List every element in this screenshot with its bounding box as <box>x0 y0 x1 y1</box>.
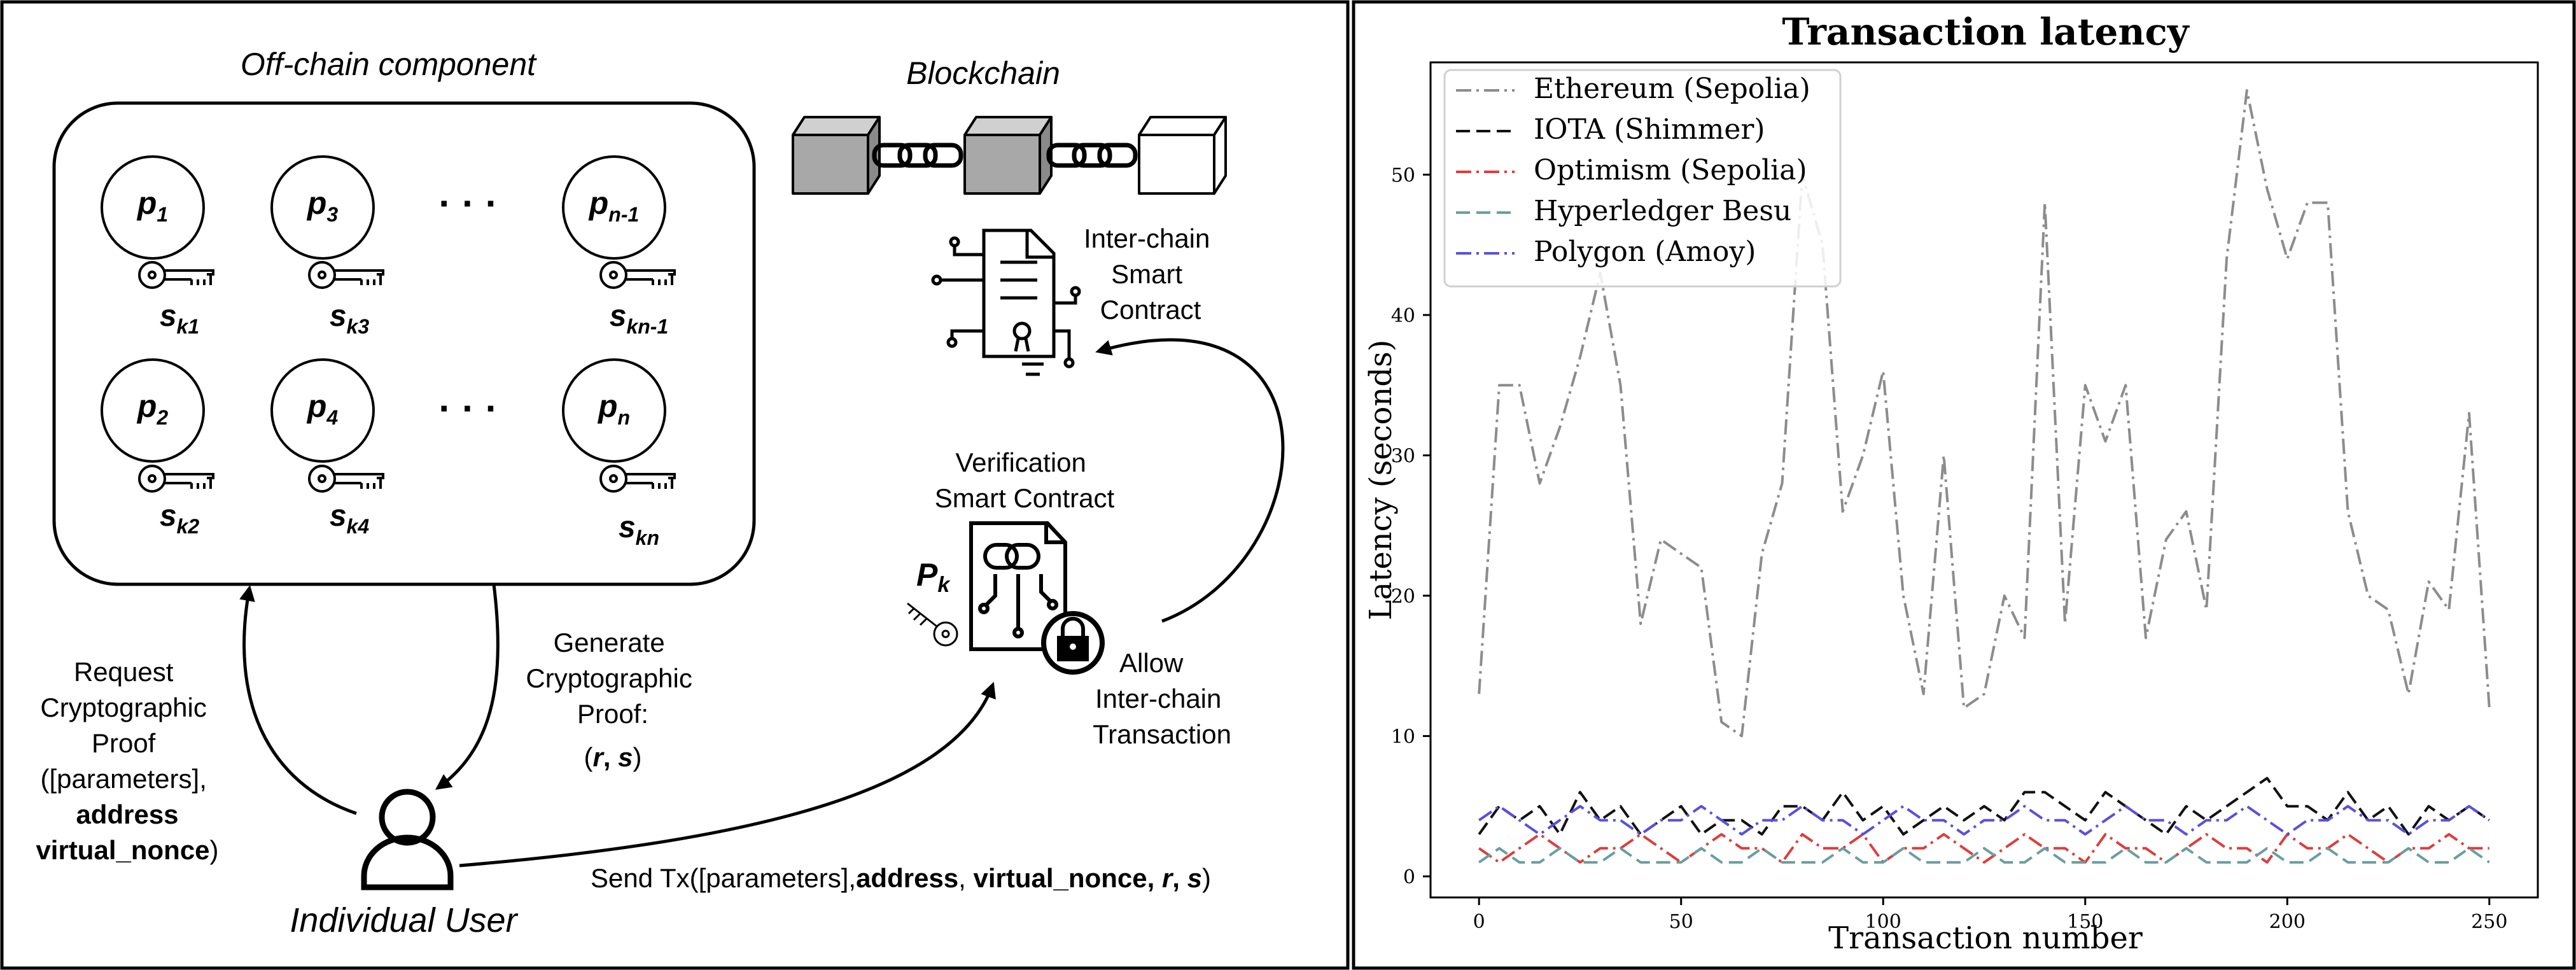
series-line <box>1478 833 2489 864</box>
node-ellipsis-top: · · · <box>438 182 498 225</box>
y-tick-label: 10 <box>1391 726 1415 748</box>
key-icon <box>308 465 384 493</box>
allow-transaction-label: Allow Inter-chain Transaction <box>1093 648 1231 749</box>
x-tick-label: 100 <box>1865 911 1901 933</box>
x-tick-label: 150 <box>2067 911 2103 933</box>
allow-transaction-arrow <box>1095 338 1285 623</box>
chart-panel: Transaction latency 0 50 100 150 200 250 0 10 20… <box>1352 0 2576 970</box>
series-line <box>1478 805 2490 836</box>
chain-link-icon <box>872 143 963 168</box>
offchain-title: Off-chain component <box>241 46 537 82</box>
node-label: p3 <box>306 185 339 226</box>
flow-arrows <box>239 338 1285 868</box>
node-circle <box>101 358 205 463</box>
node-pn-1: pn-1 <box>562 155 666 260</box>
blockchain-title: Blockchain <box>906 55 1060 91</box>
secret-key-label: sk1 <box>160 299 199 338</box>
verification-contract-label: Verification Smart Contract <box>935 447 1115 513</box>
chart-panel-border <box>1352 0 2576 970</box>
series-line <box>1478 89 2491 738</box>
user-icon <box>361 789 454 890</box>
block-icon <box>963 116 1053 195</box>
x-tick-label: 50 <box>1669 911 1693 933</box>
y-tick-label: 50 <box>1391 164 1415 186</box>
node-label: p1 <box>136 185 168 226</box>
y-tick-label: 40 <box>1391 305 1415 327</box>
y-tick-label: 20 <box>1391 586 1415 608</box>
node-p2: p2 <box>101 358 205 463</box>
y-tick-label: 30 <box>1391 445 1415 467</box>
offchain-container <box>52 101 756 586</box>
node-label: pn <box>597 388 630 429</box>
node-ellipsis-bottom: · · · <box>438 387 498 430</box>
key-icon <box>308 261 384 289</box>
legend-entry: IOTA (Shimmer) <box>1534 113 1765 146</box>
node-circle <box>270 358 375 463</box>
legend-entry: Optimism (Sepolia) <box>1534 154 1807 186</box>
verification-contract-icon <box>969 521 1105 675</box>
interchain-contract-label: Inter-chain Smart Contract <box>1084 223 1217 325</box>
x-tick-label: 0 <box>1473 911 1485 933</box>
diagram-panel: Off-chain component p1 p3 pn-1 p2 p4 pn <box>0 0 1350 970</box>
smart-contract-icon <box>931 228 1081 376</box>
node-p3: p3 <box>270 155 375 260</box>
chain-link-icon <box>1046 143 1138 168</box>
diagram-panel-border <box>0 0 1350 970</box>
node-circle <box>101 155 205 260</box>
y-tick-label: 0 <box>1403 866 1415 889</box>
legend-entry: Hyperledger Besu <box>1534 195 1791 227</box>
secret-key-label: sk2 <box>160 499 200 538</box>
request-proof-nonce: virtual_nonce) <box>36 835 218 865</box>
node-label: pn-1 <box>588 185 640 226</box>
key-icon <box>599 261 676 289</box>
send-tx-label: Send Tx([parameters],address, virtual_no… <box>591 863 1211 893</box>
public-key-label: Pk <box>916 557 951 597</box>
block-icon <box>1138 116 1227 195</box>
generate-proof-label: Generate Cryptographic Proof: <box>526 628 699 729</box>
legend-box <box>1443 69 1842 288</box>
chart-title: Transaction latency <box>1782 10 2190 53</box>
node-label: p4 <box>306 388 339 429</box>
node-p1: p1 <box>101 155 205 260</box>
chart-layer: 0 50 100 150 200 250 0 10 20 30 40 50 Ethereum (Sepo… <box>1391 69 2507 933</box>
x-tick-label: 250 <box>2471 911 2507 933</box>
block-icon <box>792 116 881 195</box>
node-label: p2 <box>136 388 169 429</box>
secret-key-label: skn-1 <box>610 299 669 338</box>
generate-proof-arrow <box>435 584 500 790</box>
public-key-icon <box>907 602 958 647</box>
generate-proof-rs: (r, s) <box>584 742 641 772</box>
y-axis-label: Latency (seconds) <box>1363 340 1399 621</box>
node-circle <box>270 155 375 260</box>
request-proof-arrow <box>239 585 357 815</box>
node-circle <box>562 358 666 463</box>
node-pn: pn <box>562 358 666 463</box>
node-p4: p4 <box>270 358 375 463</box>
send-tx-arrow <box>459 682 996 868</box>
individual-user-label: Individual User <box>290 901 518 939</box>
node-circle <box>562 155 666 260</box>
secret-key-label: skn <box>619 510 659 549</box>
key-icon <box>138 465 214 493</box>
x-tick-label: 200 <box>2269 911 2306 933</box>
key-icon <box>138 261 214 289</box>
x-axis-label: Transaction number <box>1828 920 2143 956</box>
legend-entry: Polygon (Amoy) <box>1534 235 1756 268</box>
key-icons <box>138 261 676 493</box>
blockchain-icon <box>792 116 1227 195</box>
series-line <box>1478 847 2490 864</box>
key-icon <box>599 465 676 493</box>
request-proof-label: Request Cryptographic Proof ([parameters… <box>40 657 214 829</box>
secret-key-label: sk3 <box>330 299 370 338</box>
secret-key-label: sk4 <box>330 499 370 538</box>
legend-entry: Ethereum (Sepolia) <box>1534 73 1810 105</box>
